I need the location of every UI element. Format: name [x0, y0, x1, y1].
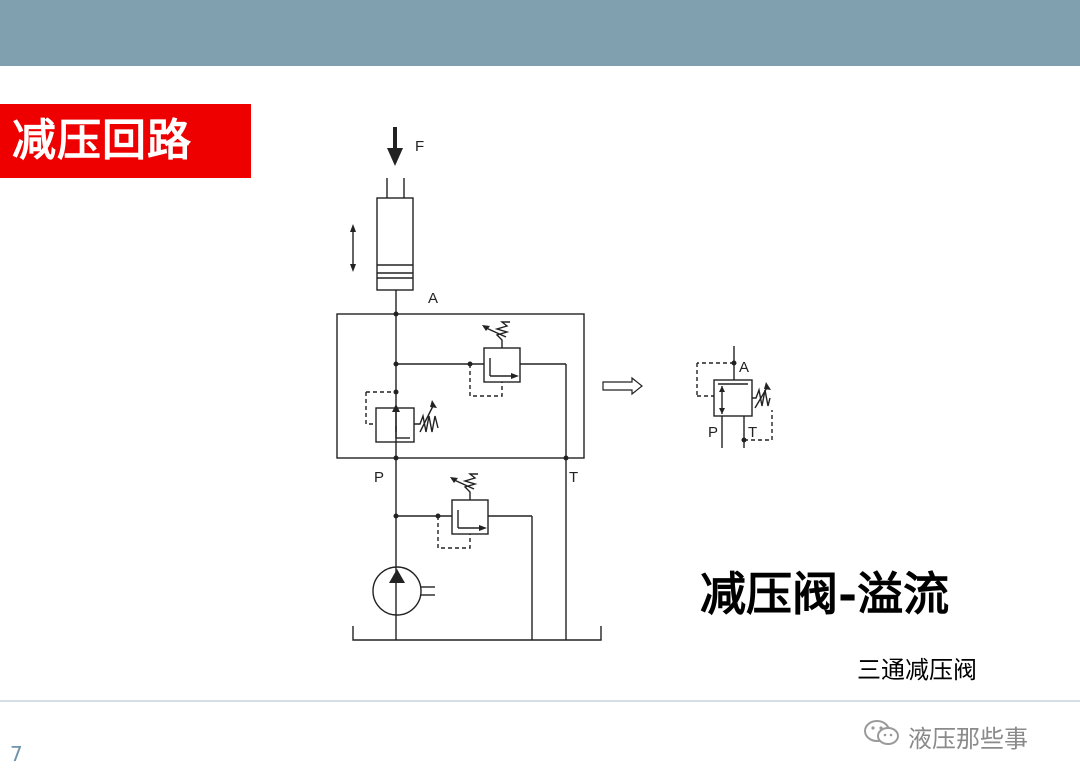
symbol-p-label: P — [708, 424, 718, 441]
force-arrow-icon — [387, 127, 403, 166]
port-t-label: T — [569, 469, 578, 486]
symbol-a-label: A — [739, 359, 749, 376]
valve-manifold-box — [336, 313, 585, 459]
motion-arrow-icon — [350, 224, 356, 272]
symbol-t-label: T — [748, 424, 757, 441]
watermark: 液压那些事 — [862, 718, 1028, 754]
port-p-label: P — [374, 469, 384, 486]
slide-title: 减压回路 — [12, 115, 192, 166]
hydraulic-pump — [372, 566, 435, 616]
page-number: 7 — [10, 742, 23, 766]
top-bar — [0, 0, 1080, 66]
three-way-reducing-valve-symbol — [696, 346, 773, 448]
footer-divider — [0, 700, 1080, 702]
port-a-label: A — [428, 290, 438, 307]
hollow-arrow-icon — [602, 376, 643, 396]
slide-caption: 三通减压阀 — [857, 656, 977, 684]
force-label: F — [415, 138, 424, 155]
watermark-text: 液压那些事 — [908, 724, 1028, 753]
wechat-icon — [862, 718, 902, 754]
hydraulic-cylinder — [376, 178, 414, 291]
slide-subtitle: 减压阀-溢流 — [700, 567, 950, 621]
slide-title-box: 减压回路 — [0, 104, 251, 178]
